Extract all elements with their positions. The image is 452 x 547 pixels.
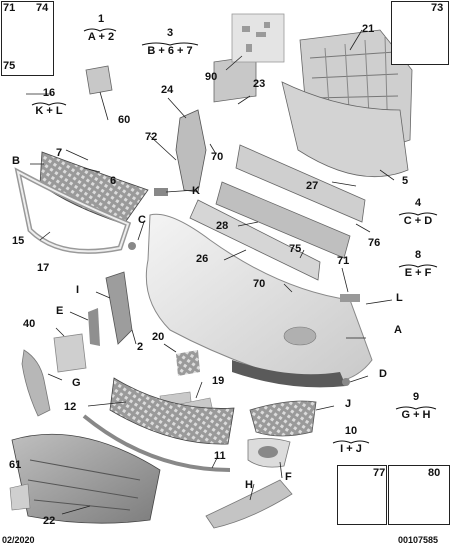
screw-D bbox=[342, 378, 350, 386]
group-3: 3 B + 6 + 7 bbox=[138, 28, 202, 57]
trim-G bbox=[21, 349, 51, 417]
fastener-box-80 bbox=[388, 465, 450, 525]
callout-70b: 70 bbox=[253, 278, 266, 290]
spoiler-H bbox=[205, 479, 293, 529]
label-B: B bbox=[12, 155, 20, 167]
callout-7: 7 bbox=[56, 147, 63, 159]
bracket-23 bbox=[213, 55, 257, 103]
fastener-box-74 bbox=[1, 1, 54, 76]
group-4-number: 4 bbox=[414, 197, 422, 209]
callout-2: 2 bbox=[137, 341, 144, 353]
grille-B bbox=[39, 151, 149, 225]
group-3-formula: B + 6 + 7 bbox=[147, 45, 193, 57]
clip-60 bbox=[85, 65, 113, 95]
trim-E bbox=[88, 308, 100, 346]
bracket-24 bbox=[175, 109, 207, 193]
callout-26: 26 bbox=[196, 253, 209, 265]
label-C: C bbox=[138, 214, 146, 226]
callout-21: 21 bbox=[362, 23, 375, 35]
footer-date: 02/2020 bbox=[2, 535, 35, 545]
callout-77: 77 bbox=[373, 467, 386, 479]
grille-20 bbox=[176, 350, 200, 376]
fastener-box-73 bbox=[391, 1, 449, 65]
label-D: D bbox=[379, 368, 387, 380]
label-E: E bbox=[56, 305, 64, 317]
label-G: G bbox=[72, 377, 81, 389]
group-16-number: 16 bbox=[42, 87, 56, 99]
callout-71: 71 bbox=[3, 2, 16, 14]
callout-70: 70 bbox=[211, 151, 224, 163]
group-10: 10 I + J bbox=[330, 426, 372, 455]
callout-60: 60 bbox=[118, 114, 131, 126]
callout-76: 76 bbox=[368, 237, 381, 249]
callout-12: 12 bbox=[64, 401, 77, 413]
callout-23: 23 bbox=[253, 78, 266, 90]
lower-vent bbox=[232, 360, 346, 388]
clip-L bbox=[340, 294, 360, 302]
footer-reference: 00107585 bbox=[398, 535, 439, 545]
clip-K bbox=[154, 188, 168, 196]
callout-22: 22 bbox=[43, 515, 56, 527]
bracket-I bbox=[105, 271, 133, 345]
callout-61: 61 bbox=[9, 459, 22, 471]
callout-75b: 75 bbox=[289, 243, 302, 255]
fog-grille-J bbox=[249, 400, 317, 437]
callout-27: 27 bbox=[306, 180, 319, 192]
label-A: A bbox=[394, 324, 402, 336]
leader-lines bbox=[26, 29, 395, 515]
group-8: 8 E + F bbox=[395, 250, 441, 279]
label-F: F bbox=[285, 471, 292, 483]
callout-19: 19 bbox=[212, 375, 225, 387]
callout-5: 5 bbox=[402, 175, 409, 187]
group-4: 4 C + D bbox=[395, 198, 441, 227]
callout-75: 75 bbox=[3, 60, 16, 72]
label-L: L bbox=[396, 292, 403, 304]
group-8-number: 8 bbox=[414, 249, 422, 261]
reinforcement-26 bbox=[189, 199, 321, 281]
callout-11: 11 bbox=[214, 450, 226, 462]
callout-80: 80 bbox=[428, 467, 441, 479]
group-9: 9 G + H bbox=[392, 392, 440, 421]
label-I: I bbox=[76, 284, 80, 296]
callout-74: 74 bbox=[36, 2, 49, 14]
group-9-formula: G + H bbox=[401, 409, 431, 421]
callout-40: 40 bbox=[23, 318, 36, 330]
fastener-box-77 bbox=[337, 465, 387, 525]
group-8-formula: E + F bbox=[404, 267, 432, 279]
callout-28: 28 bbox=[216, 220, 229, 232]
group-4-formula: C + D bbox=[403, 215, 433, 227]
callout-73: 73 bbox=[431, 2, 444, 14]
screw-C bbox=[128, 242, 136, 250]
callout-24: 24 bbox=[161, 84, 174, 96]
label-H: H bbox=[245, 479, 253, 491]
callout-20: 20 bbox=[152, 331, 165, 343]
group-16: 16 K + L bbox=[28, 88, 70, 117]
callout-17: 17 bbox=[37, 262, 50, 274]
group-1: 1 A + 2 bbox=[82, 14, 120, 43]
strip-11 bbox=[82, 414, 231, 472]
group-1-formula: A + 2 bbox=[87, 31, 115, 43]
group-10-number: 10 bbox=[344, 425, 358, 437]
lower-grille-12 bbox=[109, 377, 235, 445]
callout-15: 15 bbox=[12, 235, 25, 247]
beam-27 bbox=[235, 144, 366, 223]
group-10-formula: I + J bbox=[340, 443, 362, 455]
cover-40 bbox=[53, 333, 87, 373]
group-3-number: 3 bbox=[166, 27, 174, 39]
clip-61 bbox=[9, 483, 31, 511]
under-tray-22 bbox=[11, 433, 161, 524]
callout-90: 90 bbox=[205, 71, 218, 83]
callout-72: 72 bbox=[145, 131, 158, 143]
parts-box-90 bbox=[231, 13, 285, 63]
beam-28 bbox=[215, 181, 351, 259]
group-9-number: 9 bbox=[412, 391, 420, 403]
group-16-formula: K + L bbox=[35, 105, 63, 117]
callout-6: 6 bbox=[110, 175, 117, 187]
label-J: J bbox=[345, 398, 352, 410]
energy-absorber-5 bbox=[281, 81, 409, 178]
group-1-number: 1 bbox=[97, 13, 105, 25]
callout-71b: 71 bbox=[337, 255, 350, 267]
label-K: K bbox=[192, 185, 200, 197]
